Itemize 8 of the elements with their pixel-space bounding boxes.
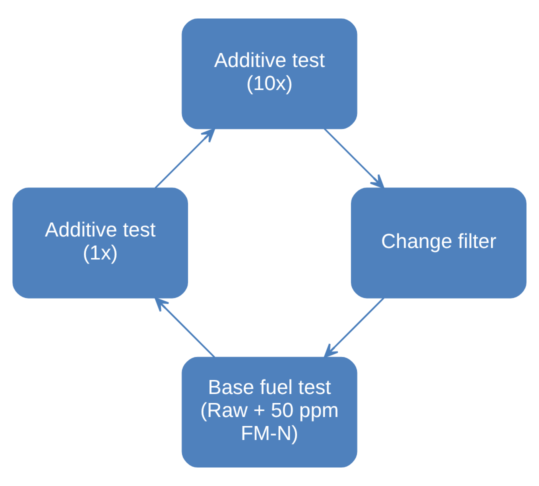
arrow [154,128,216,189]
node-box: Change filter [350,188,526,298]
arrow [154,297,216,358]
arrow [324,297,384,358]
node-box: Base fuel test (Raw + 50 ppm FM-N) [182,356,358,468]
node-box: Additive test (10x) [182,18,358,130]
arrow [324,128,384,189]
node-box: Additive test (1x) [12,188,188,298]
